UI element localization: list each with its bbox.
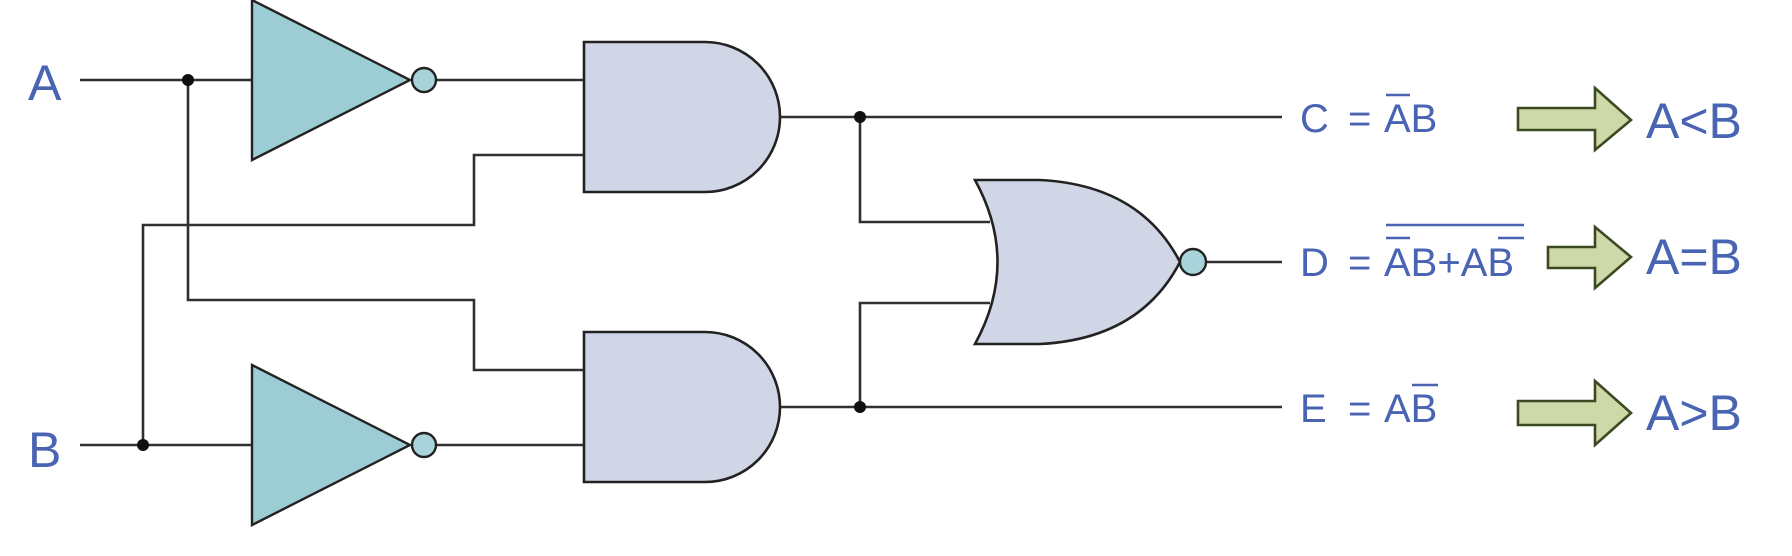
junction-dot-b: [137, 439, 149, 451]
not-gate-b-bubble: [410, 431, 438, 459]
junction-dot-a: [182, 74, 194, 86]
wire-c-to-nor: [858, 117, 990, 224]
arrow-c-icon: [1516, 85, 1633, 153]
junction-dot-e: [854, 401, 866, 413]
output-e-result: A>B: [1646, 385, 1742, 441]
not-gate-a: [250, 0, 438, 162]
not-gate-a-bubble: [410, 66, 438, 94]
junction-dot-c: [854, 111, 866, 123]
wire-e-to-nor: [858, 301, 990, 407]
arrow-d-icon: [1546, 224, 1634, 291]
output-d: D = AB+AB A=B: [1300, 223, 1742, 291]
not-gate-b: [250, 363, 438, 527]
not-gate-a-body: [250, 0, 413, 162]
wire-a-to-bottom-and: [186, 80, 584, 372]
nor-gate-bubble: [1178, 247, 1208, 277]
output-d-equals: =: [1348, 241, 1371, 285]
output-d-name: D: [1300, 241, 1329, 285]
output-c-name: C: [1300, 97, 1329, 141]
output-d-result: A=B: [1646, 229, 1742, 285]
output-c: C = AB A<B: [1300, 85, 1742, 153]
output-e-name: E: [1300, 387, 1327, 431]
not-gate-b-body: [250, 363, 413, 527]
junction-dots: [137, 74, 866, 451]
input-a-label: A: [28, 55, 62, 111]
output-e-equals: =: [1348, 387, 1371, 431]
wire-b-to-top-and: [141, 153, 584, 445]
input-b-label: B: [28, 422, 61, 478]
nor-gate: [972, 178, 1208, 346]
output-e: E = AB A>B: [1300, 378, 1742, 448]
arrow-e-icon: [1516, 378, 1633, 448]
output-c-equals: =: [1348, 97, 1371, 141]
output-e-expression: AB: [1384, 387, 1437, 431]
output-c-expression: AB: [1384, 97, 1437, 141]
output-c-result: A<B: [1646, 93, 1742, 149]
and-gate-bottom: [582, 330, 782, 484]
output-d-expression: AB+AB: [1384, 241, 1514, 285]
and-gate-top: [582, 40, 782, 194]
nor-gate-body: [972, 178, 1182, 346]
